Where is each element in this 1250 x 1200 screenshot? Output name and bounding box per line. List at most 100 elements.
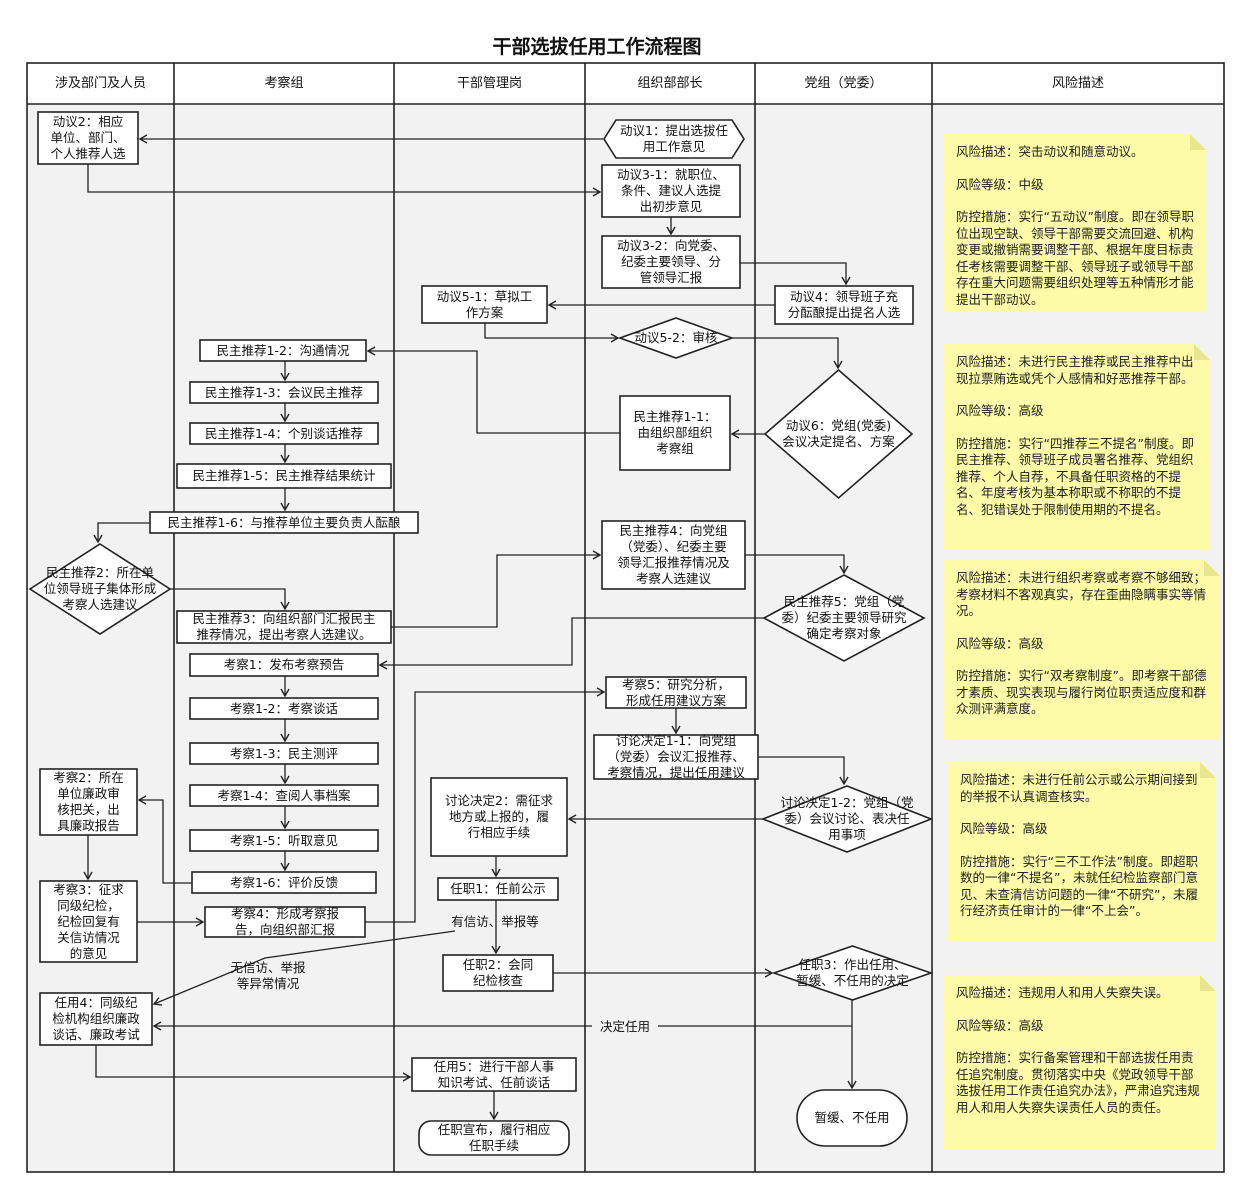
risk-note-fold — [1200, 975, 1216, 991]
flow-connector — [365, 687, 606, 923]
flow-connector — [745, 554, 849, 575]
table-frame — [26, 62, 1225, 1173]
flow-connector — [366, 346, 620, 434]
node-mz1-6: 民主推荐1-6：与推荐单位主要负责人酝酿 — [167, 514, 401, 530]
risk-level: 风险等级：高级 — [956, 403, 1044, 418]
node-mz1-5: 民主推荐1-5：民主推荐结果统计 — [192, 468, 376, 483]
risk-note-background — [944, 975, 1216, 1150]
risk-note-inspection: 风险描述：未进行组织考察或考察不够细致；考察材料不客观真实，存在歪曲隐瞒事实等情… — [944, 560, 1220, 740]
flow-connector — [484, 323, 620, 343]
node-tl1-1: 讨论决定1-1：向党组 （党委）会议汇报推荐、 考察情况，提出任用建议 — [607, 733, 745, 780]
node-shape-dongyi5-2 — [617, 317, 735, 359]
node-kc1-4: 考察1-4：查阅人事档案 — [217, 787, 351, 803]
column-header-inspection-team: 考察组 — [264, 76, 304, 91]
risk-note-background — [944, 344, 1210, 550]
node-shape-dongyi1 — [603, 119, 745, 159]
column-header-risk: 风险描述 — [1051, 76, 1104, 91]
node-kc1-3: 考察1-3：民主测评 — [230, 745, 338, 761]
flow-connector — [391, 550, 602, 628]
node-dongyi6: 动议6：党组(党委) 会议决定提名、方案 — [782, 418, 895, 449]
risk-measure: 防控措施：实行“四推荐三不提名”制度。即民主推荐、领导班子成员署名推荐、党组织推… — [956, 435, 1194, 517]
node-rz4: 任用4：同级纪 检机构组织廉政 谈话、廉政考试 — [52, 995, 140, 1042]
risk-note-accountability: 风险描述：违规用人和用人失察失误。 风险等级：高级 防控措施：实行备案管理和干部… — [944, 975, 1216, 1150]
flow-connector — [93, 522, 150, 544]
node-shape-mz1-2 — [199, 339, 367, 362]
node-shape-dongyi5-1 — [421, 285, 548, 324]
node-shape-kc2 — [39, 768, 138, 836]
node-kc1: 考察1：发布考察预告 — [223, 657, 345, 672]
risk-level: 风险等级：高级 — [960, 821, 1048, 836]
column-header-party-committee: 党组（党委） — [804, 76, 883, 91]
node-shape-dongyi2 — [37, 111, 139, 165]
node-shape-mz1-4 — [189, 422, 379, 445]
node-shape-kc1-5 — [189, 829, 379, 852]
node-shape-kc1-4 — [189, 784, 379, 807]
flow-connector — [152, 930, 456, 1006]
node-dongyi5-1: 动议5-1：草拟工 作方案 — [436, 288, 533, 320]
node-dongyi1: 动议1：提出选拔任 用工作意见 — [620, 123, 728, 154]
node-dongyi3-1: 动议3-1：就职位、 条件、建议人选提 出初步意见 — [617, 167, 725, 214]
node-shape-mz1-6 — [149, 511, 419, 534]
node-shape-kc5 — [605, 676, 747, 709]
node-shape-mz3 — [176, 610, 392, 644]
node-mz4: 民主推荐4：向党组 （党委）、纪委主要 领导汇报推荐情况及 考察人选建议 — [617, 523, 730, 586]
node-mz5: 民主推荐5：党组（党 委）纪委主要领导研究 确定考察对象 — [781, 594, 907, 641]
flow-connector — [740, 262, 851, 286]
node-pause: 暂缓、不任用 — [814, 1110, 890, 1125]
node-mz1-4: 民主推荐1-4：个别谈话推荐 — [205, 425, 363, 441]
node-dongyi4: 动议4：领导班子充 分酝酿提出提名人选 — [787, 289, 901, 320]
flow-connector — [170, 588, 290, 611]
risk-note-publicity: 风险描述：未进行任前公示或公示期间接到的举报不认真调查核实。 风险等级：高级 防… — [948, 762, 1216, 942]
node-shape-kc4 — [204, 906, 366, 938]
node-kc3: 考察3：征求 同级纪检， 纪检回复有 关信访情况 的意见 — [53, 881, 124, 961]
node-shape-pause — [796, 1089, 908, 1147]
node-shape-rz-end — [418, 1120, 570, 1156]
risk-measure: 防控措施：实行“五动议”制度。即在领导职位出现空缺、领导干部需要交流回避、机构变… — [956, 209, 1194, 307]
node-shape-rz5 — [411, 1057, 577, 1092]
node-shape-rz3 — [771, 945, 934, 1001]
flow-connector — [758, 756, 849, 786]
node-rz3: 任职3：作出任用、 暂缓、不任用的决定 — [796, 957, 909, 988]
risk-description: 风险描述：未进行组织考察或考察不够细致；考察材料不客观真实，存在歪曲隐瞒事实等情… — [956, 570, 1207, 618]
node-shape-mz5 — [762, 574, 926, 662]
risk-note-background — [948, 762, 1216, 942]
flow-connector — [95, 1045, 412, 1082]
node-shape-tl2 — [430, 777, 568, 857]
node-mz1-2: 民主推荐1-2：沟通情况 — [216, 342, 350, 358]
node-shape-mz2 — [28, 543, 172, 635]
node-shape-mz1-3 — [189, 381, 379, 404]
risk-measure: 防控措施：实行“双考察制度”。即考察干部德才素质、现实表现与履行岗位职责适应度和… — [956, 668, 1207, 716]
risk-description: 风险描述：未进行任前公示或公示期间接到的举报不认真调查核实。 — [960, 772, 1198, 804]
node-shape-kc3 — [39, 880, 138, 963]
node-kc1-2: 考察1-2：考察谈话 — [230, 700, 338, 716]
node-rz5: 任用5：进行干部人事 知识考试、任前谈话 — [433, 1058, 555, 1090]
edge-label-has-report: 有信访、举报等 — [451, 914, 539, 929]
node-tl1-2: 讨论决定1-2：党组（党 委）会议讨论、表决任 用事项 — [780, 795, 914, 842]
risk-note-fold — [1200, 762, 1216, 778]
edge-label-decide-appoint: 决定任用 — [592, 1019, 658, 1035]
node-shape-rz2 — [442, 954, 554, 992]
risk-note-background — [944, 560, 1220, 740]
risk-description: 风险描述：未进行民主推荐或民主推荐中出现拉票贿选或凭个人感情和好恶推荐干部。 — [956, 354, 1194, 386]
node-shape-kc1-3 — [189, 742, 379, 765]
node-tl2: 讨论决定2：需征求 地方或上报的，履 行相应手续 — [445, 793, 553, 840]
node-mz1-3: 民主推荐1-3：会议民主推荐 — [205, 384, 363, 400]
node-dongyi5-2: 动议5-2：审核 — [634, 330, 718, 345]
risk-level: 风险等级：高级 — [956, 635, 1044, 651]
node-kc2: 考察2：所在 单位廉政审 核把关，出 具廉政报告 — [53, 770, 124, 833]
node-shape-kc1-6 — [191, 871, 377, 894]
flow-connector — [378, 617, 764, 670]
header-row — [27, 63, 1224, 104]
risk-level: 风险等级：高级 — [956, 1017, 1044, 1033]
column-header-org-minister: 组织部部长 — [637, 76, 703, 91]
risk-description: 风险描述：突击动议和随意动议。 — [956, 144, 1144, 159]
node-shape-kc1 — [189, 653, 379, 677]
node-shape-rz4 — [39, 992, 153, 1046]
risk-measure: 防控措施：实行“三不工作法”制度。即超职数的一律“不提名”，未就任纪检监察部门意… — [960, 853, 1198, 919]
risk-note-fold — [1194, 344, 1210, 360]
flow-connector — [732, 337, 843, 370]
node-dongyi3-2: 动议3-2：向党委、 纪委主要领导、分 管领导汇报 — [617, 238, 725, 285]
flow-connector — [137, 795, 192, 884]
node-kc1-5: 考察1-5：听取意见 — [230, 832, 338, 848]
